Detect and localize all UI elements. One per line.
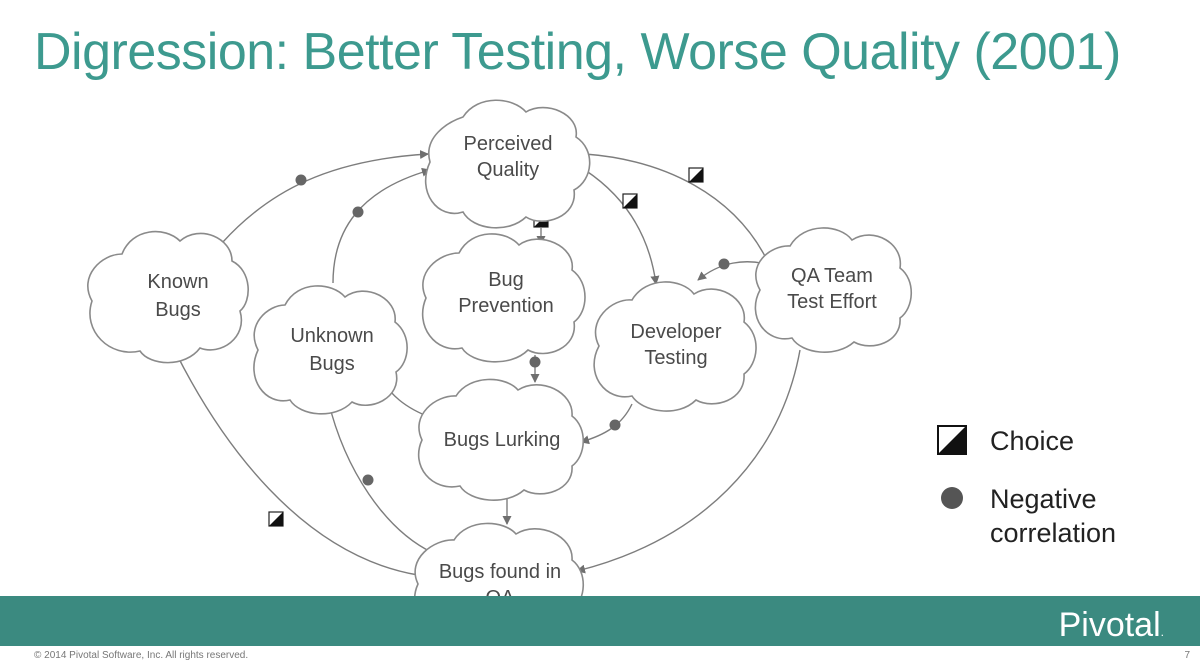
legend-line: Negative	[990, 484, 1097, 514]
legend-dot-icon	[941, 487, 963, 509]
negative-dot-found-unknown	[362, 474, 374, 486]
negative-dot-unknown-perceived	[352, 206, 364, 218]
negative-dot-developer-lurking	[609, 419, 621, 431]
node-unknown-bugs: Unknown Bugs	[253, 285, 408, 415]
node-label: Bugs Lurking	[444, 429, 561, 451]
page-title: Digression: Better Testing, Worse Qualit…	[34, 23, 1121, 81]
node-label: Perceived	[464, 133, 553, 155]
node-label: Bug	[488, 269, 524, 291]
arrow-developer-testing-to-lurking	[580, 403, 633, 445]
arrow-found-to-unknown	[325, 399, 434, 554]
node-known-bugs: Known Bugs	[87, 230, 249, 364]
negative-correlation-markers	[295, 174, 730, 486]
pivotal-logo: Pivotal.	[1059, 606, 1164, 645]
node-label: Testing	[644, 347, 707, 369]
legend-choice-icon	[937, 425, 967, 455]
legend-negative-correlation-label: Negative correlation	[990, 482, 1116, 550]
negative-dot-qa-developer	[718, 258, 730, 270]
page-number: 7	[1184, 650, 1190, 661]
arrow-known-to-perceived	[221, 149, 429, 244]
node-bug-prevention: Bug Prevention	[421, 233, 586, 363]
node-label: Known	[147, 271, 208, 293]
copyright-text: © 2014 Pivotal Software, Inc. All rights…	[34, 650, 249, 661]
node-label: QA Team	[791, 265, 873, 287]
node-label: Test Effort	[787, 291, 877, 313]
node-bugs-lurking: Bugs Lurking	[417, 378, 584, 501]
node-label: Bugs found in	[439, 561, 561, 583]
negative-dot-known-perceived	[295, 174, 307, 186]
node-developer-testing: Developer Testing	[593, 281, 757, 412]
negative-dot-prevention-lurking	[529, 356, 541, 368]
arrow-found-to-known	[175, 352, 419, 576]
legend-line: correlation	[990, 518, 1117, 548]
choice-marker-perceived-qa	[688, 167, 704, 183]
node-qa-team-test-effort: QA Team Test Effort	[754, 227, 912, 353]
legend-choice-label: Choice	[990, 426, 1075, 456]
registered-mark: .	[1160, 625, 1164, 639]
node-label: Quality	[477, 159, 539, 181]
node-label: Bugs	[309, 353, 355, 375]
arrow-perceived-to-qa-effort	[584, 153, 769, 263]
node-label: Bugs	[155, 299, 201, 321]
node-label: Developer	[630, 321, 722, 343]
arrow-unknown-to-perceived	[332, 167, 431, 284]
node-label: Prevention	[458, 295, 554, 317]
node-label: Unknown	[290, 325, 373, 347]
choice-marker-perceived-developer	[622, 193, 638, 209]
choice-marker-found-known	[268, 511, 284, 527]
brand-text: Pivotal	[1058, 606, 1161, 644]
footer-bar	[0, 596, 1200, 646]
arrow-perceived-to-developer-testing	[584, 169, 660, 285]
arrow-qa-effort-to-found	[576, 349, 801, 574]
node-perceived-quality: Perceived Quality	[424, 99, 591, 229]
